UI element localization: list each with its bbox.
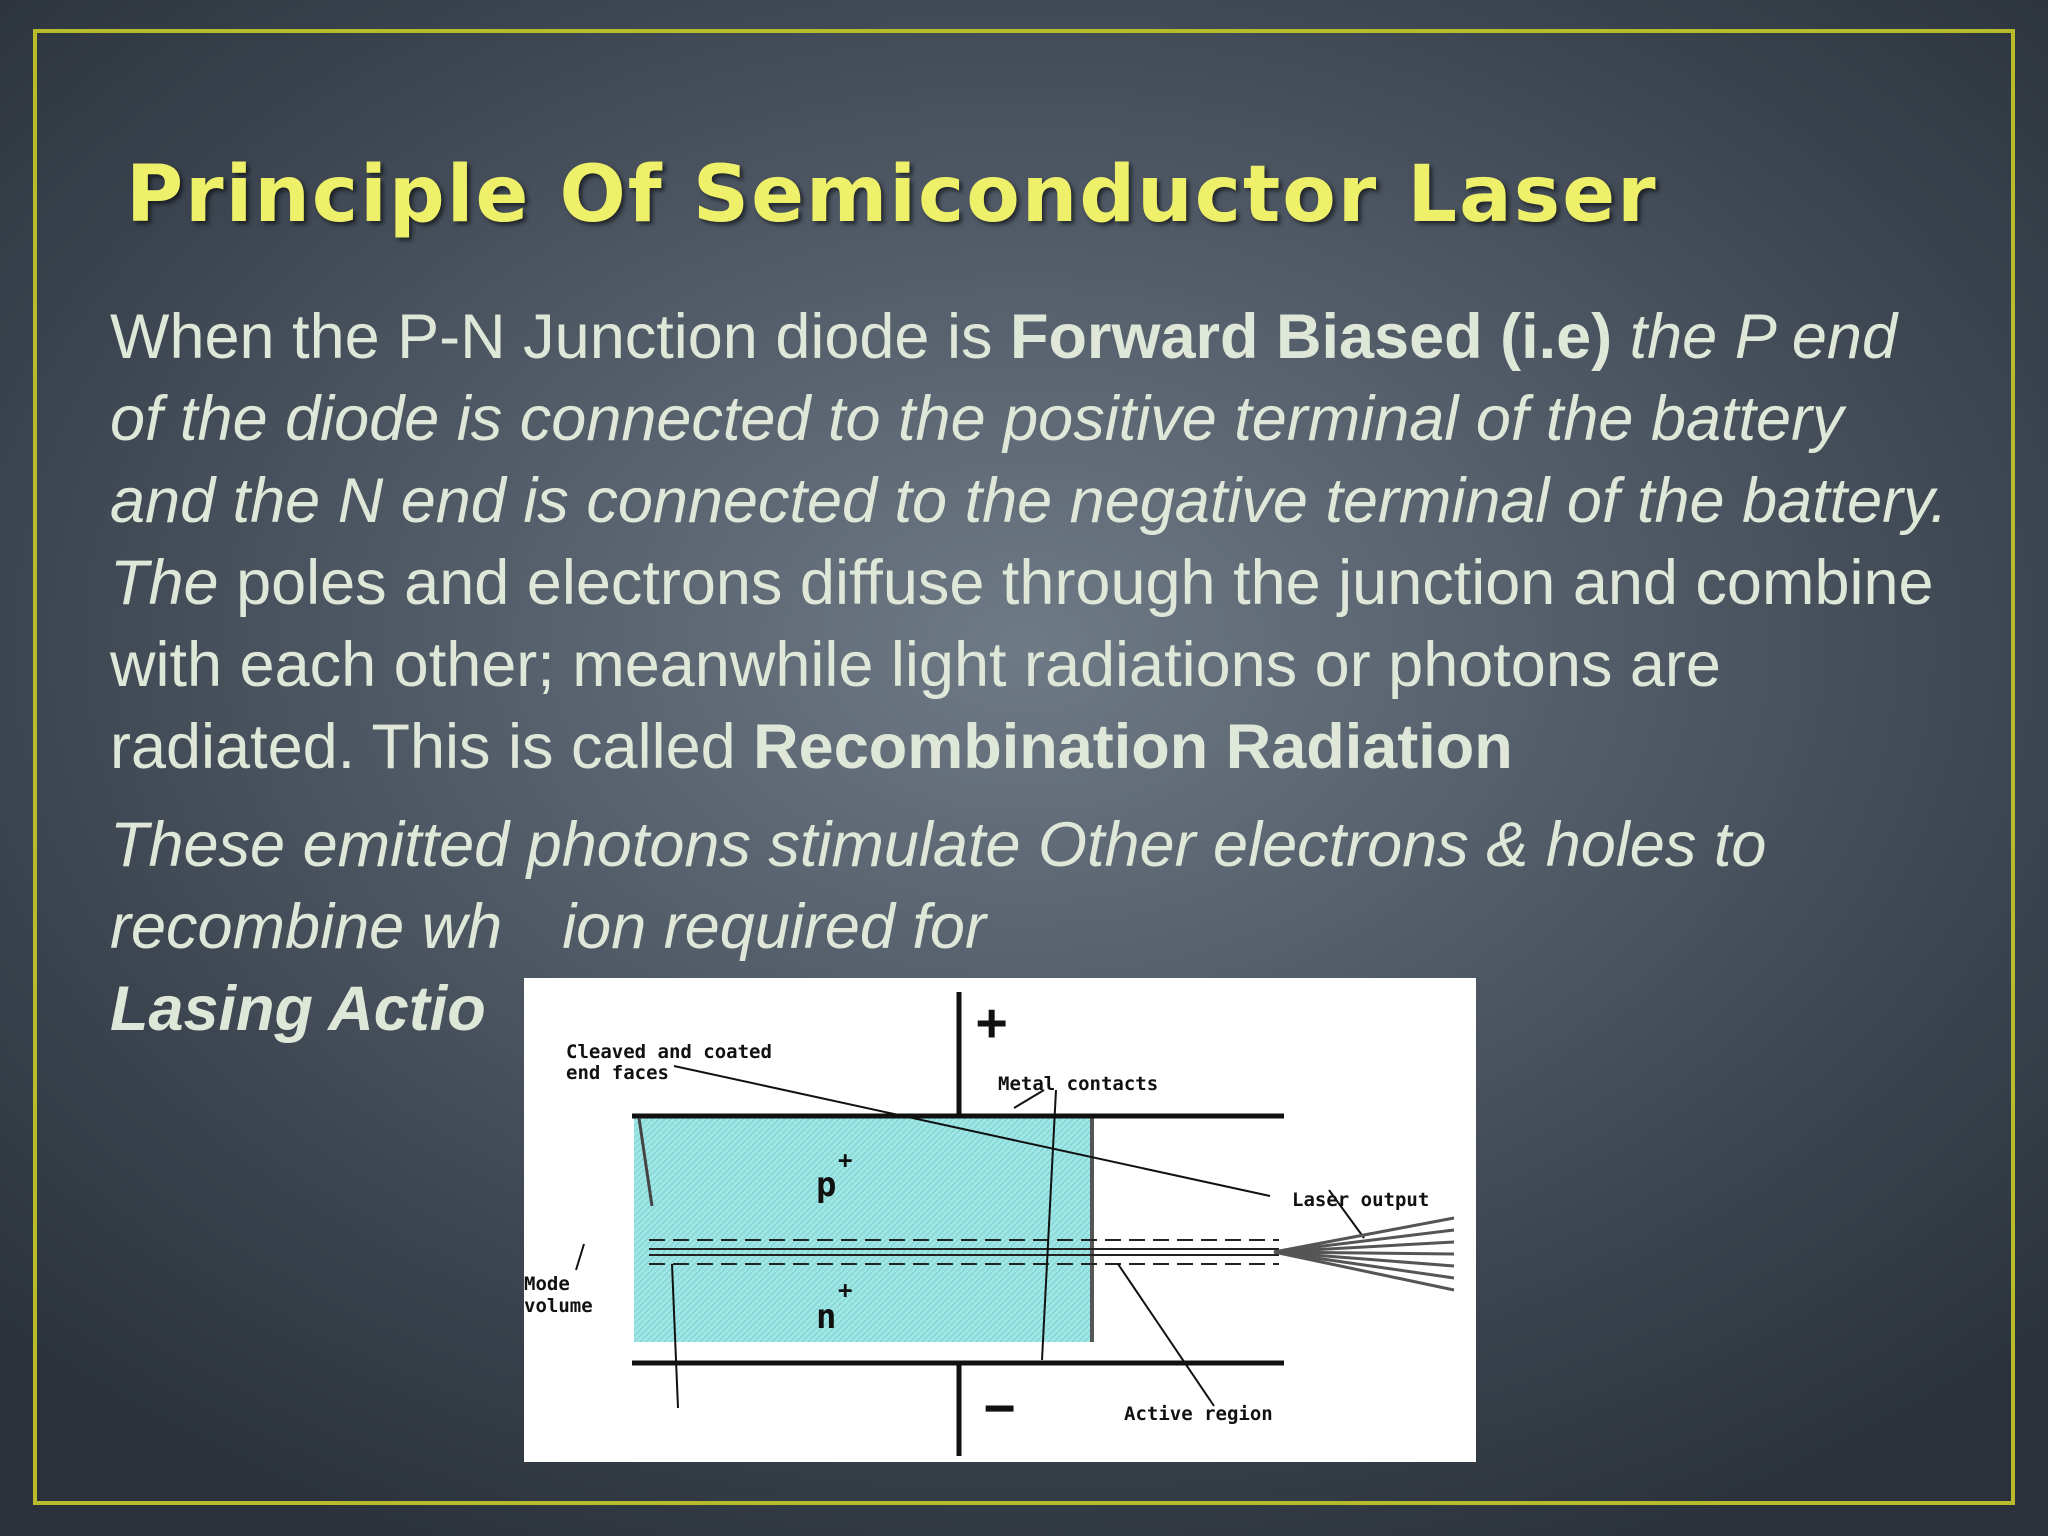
p1-text-1: When the P-N Junction diode is [110,302,1010,372]
p1-text-2: poles and electrons diffuse through the … [110,548,1934,782]
label-n-region: n [816,1297,836,1337]
paragraph-stimulated: These emitted photons stimulate Other el… [110,804,1950,1050]
label-n-superscript: + [838,1276,852,1304]
minus-sign: − [984,1378,1015,1438]
leader-metal-vert [1041,1089,1057,1361]
laser-diagram: + − Cleaved and coated end faces Metal c… [524,978,1476,1462]
plus-sign: + [976,993,1007,1053]
leader-mode [575,1243,585,1271]
laser-output-beam [1273,1216,1455,1292]
p1-bold-forward-biased: Forward Biased (i.e) [1009,302,1613,372]
left-facet [637,1117,654,1207]
p1-bold-recombination: Recombination Radiation [753,712,1513,782]
p2-bold-lasing: Lasing Actio [110,974,486,1044]
slide-body: When the P-N Junction diode is Forward B… [110,296,1950,1050]
leader-metal-top [1013,1089,1045,1109]
leader-laser-output [1328,1189,1365,1239]
p2-italic-2: ion required for [562,892,986,962]
label-cleaved-2: end faces [566,1062,669,1084]
leader-cleaved [673,1065,1271,1197]
label-p-region: p [816,1165,836,1205]
paragraph-forward-bias: When the P-N Junction diode is Forward B… [110,296,1950,788]
slide-title: Principle Of Semiconductor Laser [126,150,1658,240]
label-mode: Mode [524,1273,570,1295]
label-volume: volume [524,1295,593,1317]
label-cleaved-1: Cleaved and coated [566,1041,772,1063]
p2-italic-1: These emitted photons stimulate Other el… [110,810,1767,962]
label-metal-contacts: Metal contacts [998,1073,1158,1095]
p1-italic-connection: the P end of the diode is connected to t… [110,302,1948,618]
label-laser-output: Laser output [1292,1189,1429,1211]
slide-border [33,29,2015,1505]
label-active-region: Active region [1124,1403,1273,1425]
leader-left-bottom [671,1263,679,1409]
laser-body [634,1116,1092,1342]
leader-active [1117,1263,1215,1407]
label-p-superscript: + [838,1146,852,1174]
laser-diagram-svg: + − Cleaved and coated end faces Metal c… [524,992,1455,1456]
